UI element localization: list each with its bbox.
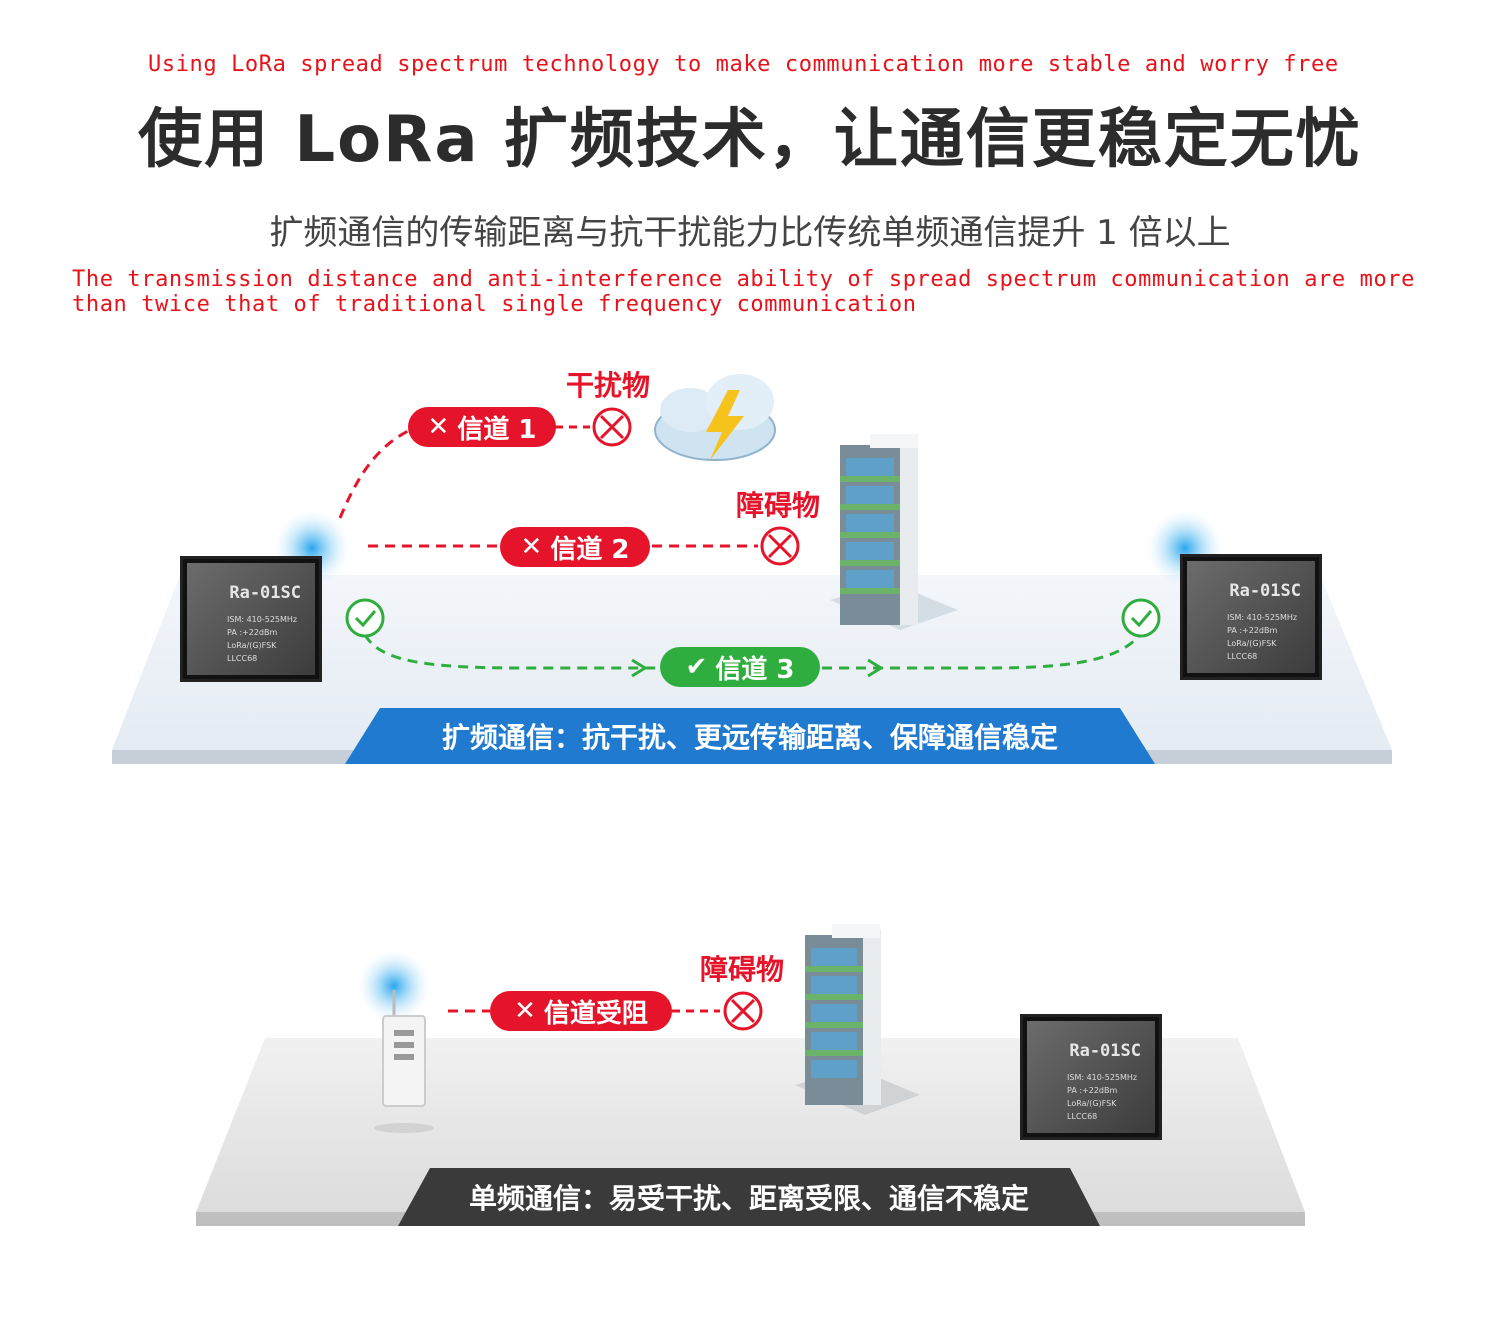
building-obstacle-icon-2 bbox=[795, 924, 920, 1115]
caption-bar-blue bbox=[345, 708, 1155, 764]
arrow-right-icon-2 bbox=[867, 658, 884, 678]
cross-icon: ✕ bbox=[427, 412, 450, 442]
single-caption: 单频通信：易受干扰、距离受限、通信不稳定 bbox=[468, 1182, 1029, 1215]
blocked-x-icon-3 bbox=[723, 991, 763, 1031]
channel1-pill: ✕ 信道 1 bbox=[408, 407, 556, 447]
cross-icon: ✕ bbox=[514, 996, 536, 1026]
spread-caption: 扩频通信：抗干扰、更远传输距离、保障通信稳定 bbox=[441, 721, 1058, 754]
storm-cloud-icon bbox=[654, 374, 776, 461]
check-icon-right bbox=[1121, 598, 1161, 638]
spec-line: ISM: 410-525MHz bbox=[1067, 1073, 1138, 1082]
ra01sc-module-left: Ra-01SC ISM: 410-525MHz PA :+22dBm LoRa/… bbox=[183, 559, 319, 679]
ra01sc-module-bottom: Ra-01SC ISM: 410-525MHz PA :+22dBm LoRa/… bbox=[1023, 1017, 1159, 1137]
channel2-label: 信道 2 bbox=[550, 534, 630, 565]
english-title: Using LoRa spread spectrum technology to… bbox=[148, 52, 1339, 77]
spec-line: LLCC68 bbox=[1227, 652, 1258, 661]
module-name: Ra-01SC bbox=[1229, 581, 1301, 601]
channel-blocked-label: 信道受阻 bbox=[543, 998, 648, 1029]
channel3-path-right bbox=[822, 634, 1142, 670]
caption-bar-dark bbox=[398, 1168, 1100, 1226]
module-specs: ISM: 410-525MHz PA :+22dBm LoRa/(G)FSK L… bbox=[1227, 611, 1297, 663]
channel1-path bbox=[338, 428, 411, 519]
channel3-pill: ✔ 信道 3 bbox=[660, 647, 820, 687]
channel1-label: 信道 1 bbox=[457, 414, 537, 445]
spec-line: PA :+22dBm bbox=[1227, 626, 1278, 635]
check-mark-icon: ✔ bbox=[685, 652, 708, 682]
english-subtitle-line1: The transmission distance and anti-inter… bbox=[72, 267, 1415, 292]
blocked-x-icon-1 bbox=[592, 407, 632, 447]
spec-line: PA :+22dBm bbox=[227, 628, 278, 637]
english-subtitle-line2: than twice that of traditional single fr… bbox=[72, 292, 917, 317]
signal-remote-icon bbox=[358, 950, 430, 1022]
module-name: Ra-01SC bbox=[229, 583, 301, 603]
spec-line: LoRa/(G)FSK bbox=[1227, 639, 1277, 648]
module-specs: ISM: 410-525MHz PA :+22dBm LoRa/(G)FSK L… bbox=[1067, 1071, 1137, 1123]
spec-line: ISM: 410-525MHz bbox=[227, 615, 298, 624]
obstacle-label-top: 障碍物 bbox=[736, 489, 821, 522]
channel3-path-left bbox=[363, 634, 660, 670]
spec-line: LLCC68 bbox=[227, 654, 258, 663]
channel-blocked-pill: ✕ 信道受阻 bbox=[490, 991, 672, 1031]
spec-line: LLCC68 bbox=[1067, 1112, 1098, 1121]
blocked-x-icon-2 bbox=[760, 526, 800, 566]
spec-line: LoRa/(G)FSK bbox=[227, 641, 277, 650]
building-obstacle-icon bbox=[830, 434, 958, 630]
interference-label: 干扰物 bbox=[566, 369, 651, 402]
spec-line: LoRa/(G)FSK bbox=[1067, 1099, 1117, 1108]
obstacle-label-bottom: 障碍物 bbox=[700, 953, 785, 986]
ra01sc-module-right: Ra-01SC ISM: 410-525MHz PA :+22dBm LoRa/… bbox=[1183, 557, 1319, 677]
channel2-pill: ✕ 信道 2 bbox=[500, 527, 650, 567]
chinese-title: 使用 LoRa 扩频技术，让通信更稳定无忧 bbox=[138, 103, 1362, 177]
cross-icon: ✕ bbox=[520, 532, 543, 562]
arrow-right-icon-1 bbox=[631, 658, 648, 678]
spec-line: PA :+22dBm bbox=[1067, 1086, 1118, 1095]
module-name: Ra-01SC bbox=[1069, 1041, 1141, 1061]
chinese-subtitle: 扩频通信的传输距离与抗干扰能力比传统单频通信提升 1 倍以上 bbox=[269, 213, 1231, 253]
check-icon-left bbox=[345, 598, 385, 638]
remote-transmitter-icon bbox=[374, 990, 434, 1133]
spec-line: ISM: 410-525MHz bbox=[1227, 613, 1298, 622]
channel3-label: 信道 3 bbox=[715, 654, 795, 685]
module-specs: ISM: 410-525MHz PA :+22dBm LoRa/(G)FSK L… bbox=[227, 613, 297, 665]
